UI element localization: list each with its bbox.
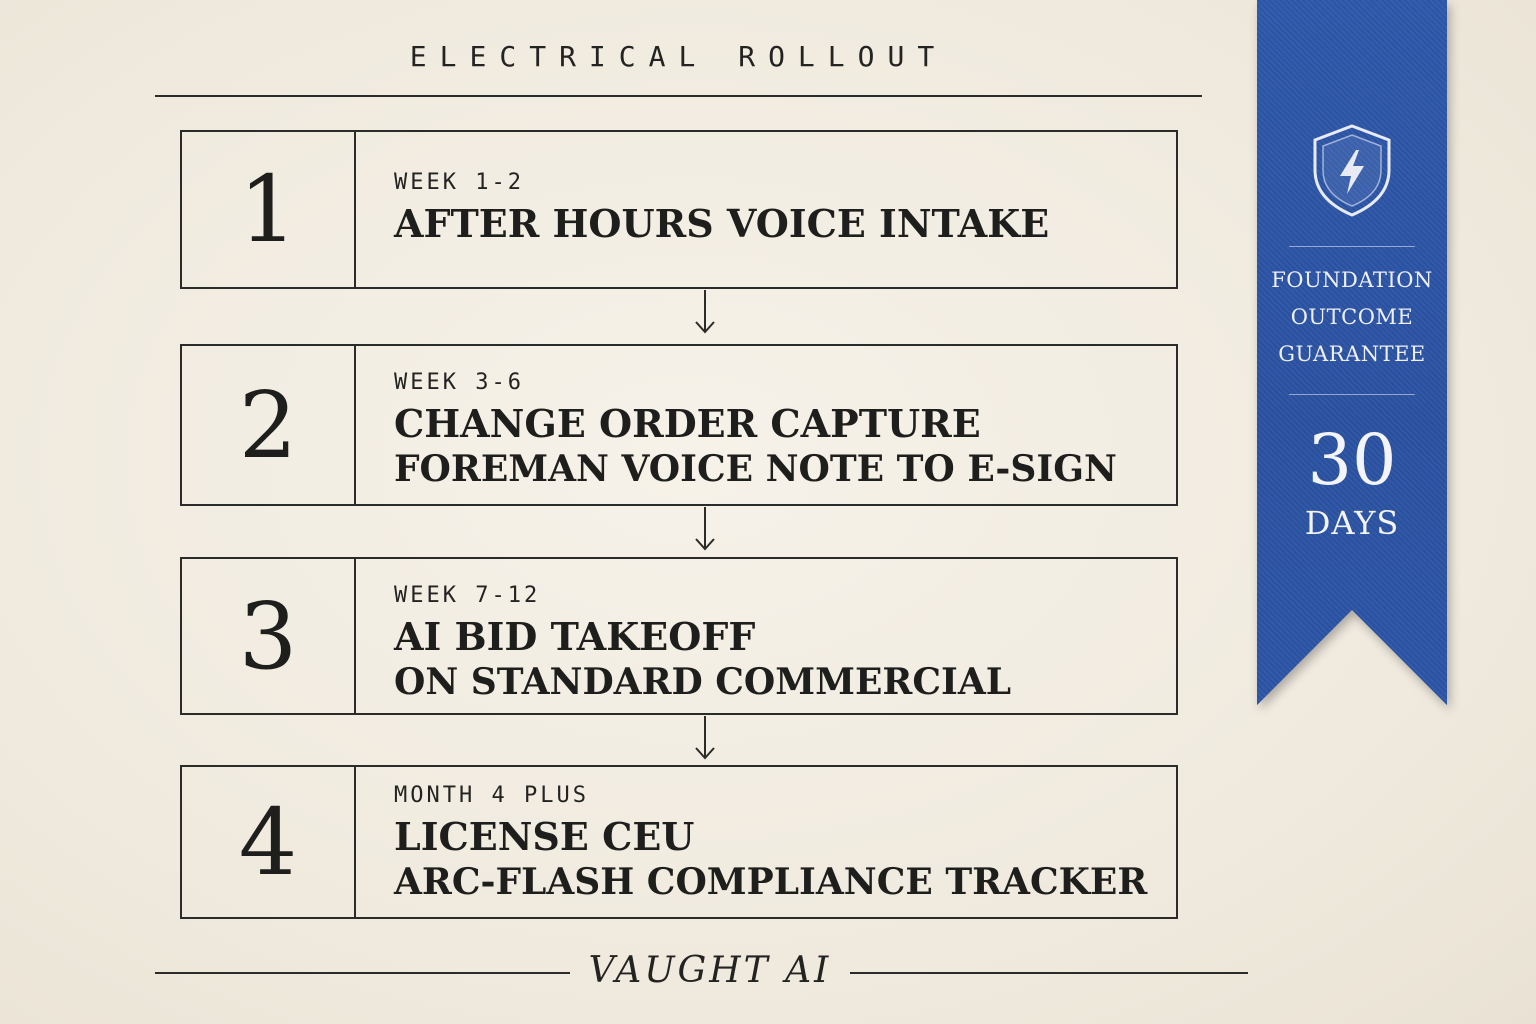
arrow-down-icon bbox=[695, 507, 715, 551]
ribbon-divider bbox=[1289, 246, 1415, 247]
shield-lightning-icon bbox=[1313, 124, 1391, 217]
guarantee-label-line: FOUNDATION bbox=[1271, 268, 1433, 292]
step-subtitle: ON STANDARD COMMERCIAL bbox=[394, 661, 1012, 703]
step-period: WEEK 3-6 bbox=[394, 370, 524, 395]
arrow-down-icon bbox=[695, 290, 715, 334]
guarantee-label-line: OUTCOME bbox=[1290, 305, 1414, 329]
step-title: AI BID TAKEOFF bbox=[394, 614, 756, 659]
step-subtitle: FOREMAN VOICE NOTE TO E-SIGN bbox=[394, 448, 1117, 490]
step-number: 3 bbox=[182, 559, 356, 713]
footer-divider-left bbox=[155, 972, 570, 974]
ribbon-background bbox=[1257, 0, 1447, 705]
guarantee-label: FOUNDATION OUTCOME GUARANTEE bbox=[1257, 262, 1447, 373]
step-period: MONTH 4 PLUS bbox=[394, 783, 589, 808]
step-subtitle: ARC-FLASH COMPLIANCE TRACKER bbox=[394, 861, 1148, 903]
step-4-card: 4 MONTH 4 PLUS LICENSE CEU ARC-FLASH COM… bbox=[180, 765, 1178, 919]
step-2-card: 2 WEEK 3-6 CHANGE ORDER CAPTURE FOREMAN … bbox=[180, 344, 1178, 506]
step-title: CHANGE ORDER CAPTURE bbox=[394, 401, 981, 446]
footer-divider-right bbox=[850, 972, 1248, 974]
step-period: WEEK 7-12 bbox=[394, 583, 541, 608]
ribbon-divider bbox=[1289, 394, 1415, 395]
guarantee-label-line: GUARANTEE bbox=[1278, 342, 1426, 366]
page-title: ELECTRICAL ROLLOUT bbox=[409, 40, 948, 73]
guarantee-ribbon: FOUNDATION OUTCOME GUARANTEE 30 DAYS bbox=[1257, 0, 1447, 705]
title-divider bbox=[155, 95, 1202, 97]
step-title: AFTER HOURS VOICE INTAKE bbox=[394, 201, 1050, 246]
step-number: 4 bbox=[182, 767, 356, 917]
step-1-card: 1 WEEK 1-2 AFTER HOURS VOICE INTAKE bbox=[180, 130, 1178, 289]
guarantee-unit: DAYS bbox=[1304, 504, 1400, 542]
step-number: 2 bbox=[182, 346, 356, 504]
guarantee-number: 30 bbox=[1307, 419, 1397, 501]
step-number: 1 bbox=[182, 132, 356, 287]
step-period: WEEK 1-2 bbox=[394, 170, 524, 195]
step-title: LICENSE CEU bbox=[394, 814, 695, 859]
step-3-card: 3 WEEK 7-12 AI BID TAKEOFF ON STANDARD C… bbox=[180, 557, 1178, 715]
arrow-down-icon bbox=[695, 716, 715, 760]
brand-name: VAUGHT AI bbox=[588, 950, 832, 991]
